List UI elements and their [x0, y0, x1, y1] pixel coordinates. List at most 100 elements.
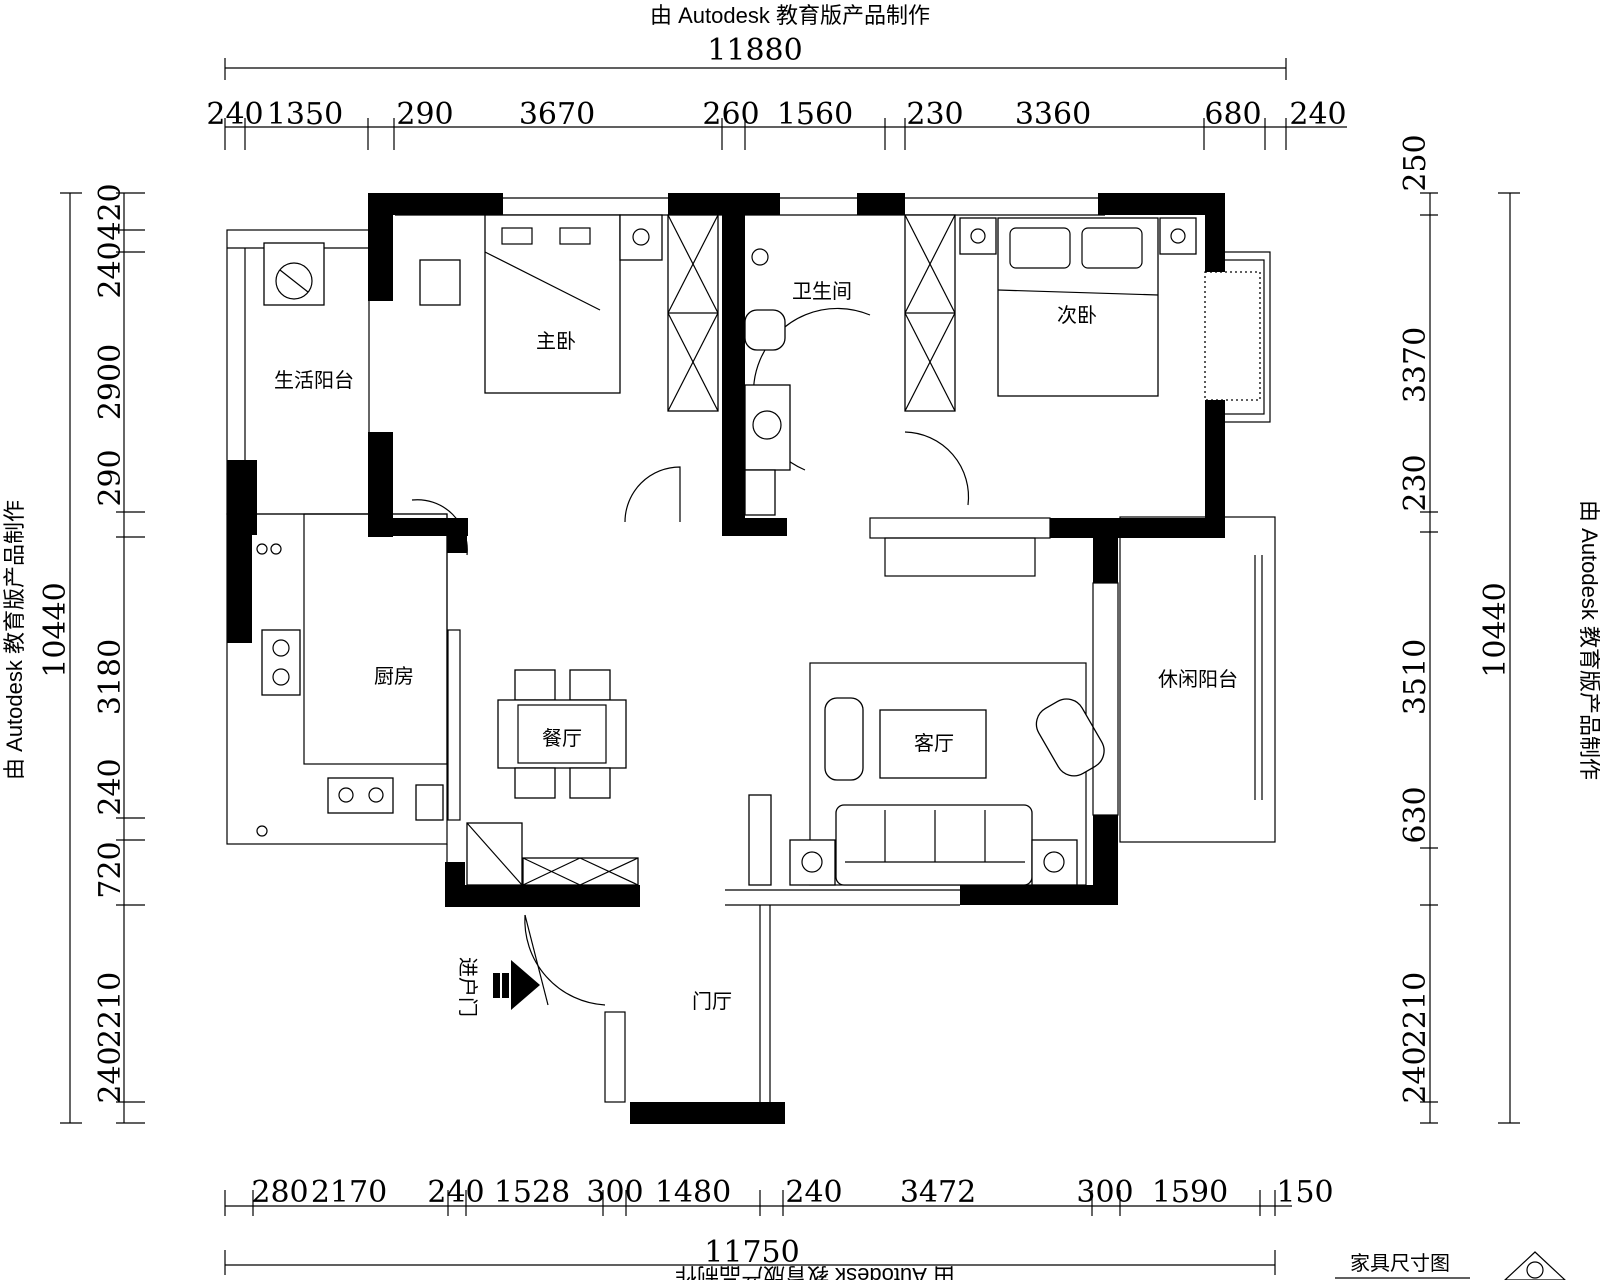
sink-icon [744, 384, 791, 471]
dim-left-4: 290 [93, 449, 128, 506]
dim-right-4: 3510 [1398, 639, 1433, 715]
dim-top-4: 3670 [519, 97, 595, 132]
dim-top-2: 1350 [267, 97, 343, 132]
dim-bottom-4: 1528 [494, 1175, 570, 1210]
dim-left-1: 420 [93, 183, 128, 240]
left-dimension-total: 10440 [38, 192, 82, 1124]
bottom-dimension-chain: 280 2170 240 1528 300 1480 240 3472 300 … [224, 1175, 1334, 1216]
dim-bottom-5: 300 [586, 1175, 643, 1210]
room-label-living-balcony: 生活阳台 [274, 368, 354, 392]
dim-bottom-10: 1590 [1152, 1175, 1228, 1210]
wall-segment [857, 193, 905, 215]
armchair [824, 697, 864, 781]
dim-left-9: 240 [93, 1046, 128, 1103]
title-block: 家具尺寸图 [1335, 1251, 1566, 1280]
nightstand-icon [619, 214, 663, 261]
dim-bottom-11: 150 [1276, 1175, 1333, 1210]
wall-segment [368, 193, 503, 215]
watermark-left: 由 Autodesk 教育版产品制作 [2, 500, 27, 780]
dim-top-3: 290 [396, 97, 453, 132]
coffee-table [879, 709, 987, 779]
dining-table [497, 699, 627, 769]
watermark-right: 由 Autodesk 教育版产品制作 [1577, 500, 1600, 780]
room-label-foyer: 门厅 [692, 989, 732, 1013]
entrance-cabinet [522, 857, 639, 886]
dim-top-total: 11880 [707, 33, 802, 68]
wall-segment [630, 1102, 785, 1124]
dim-right-6: 2210 [1398, 972, 1433, 1048]
tv-cabinet [748, 794, 772, 886]
dim-bottom-6: 1480 [655, 1175, 731, 1210]
dim-right-1: 250 [1398, 134, 1433, 191]
nightstand-icon [1159, 217, 1197, 255]
cabinet-icon [744, 469, 776, 516]
right-dimension-chain: 250 3370 230 3510 630 2210 240 [1398, 134, 1438, 1124]
sofa [835, 804, 1033, 886]
dim-right-5: 630 [1398, 786, 1433, 843]
bottom-dimension-total: 11750 [224, 1235, 1276, 1275]
right-dimension-total: 10440 [1478, 192, 1520, 1124]
title-triangle-icon [1504, 1251, 1566, 1280]
desk-chair-icon [419, 259, 461, 306]
wall-segment [227, 535, 252, 643]
dim-bottom-3: 240 [427, 1175, 484, 1210]
master-bed [484, 214, 621, 394]
dining-chair [569, 767, 611, 799]
dim-top-7: 230 [906, 97, 963, 132]
second-bed [997, 217, 1159, 397]
planter-icon [1204, 271, 1261, 401]
dim-bottom-2: 2170 [311, 1175, 387, 1210]
room-label-kitchen: 厨房 [374, 664, 414, 688]
wall-segment [227, 460, 257, 535]
kitchen-sink-icon [261, 629, 301, 696]
watermark-bottom: 由 Autodesk 教育版产品制作 [675, 1263, 955, 1280]
room-label-second-bedroom: 次卧 [1057, 303, 1097, 327]
fridge-icon [415, 784, 444, 821]
dim-bottom-7: 240 [785, 1175, 842, 1210]
dim-left-8: 2210 [93, 972, 128, 1048]
dim-top-8: 3360 [1015, 97, 1091, 132]
dim-left-5: 3180 [93, 639, 128, 715]
dim-right-2: 3370 [1398, 327, 1433, 403]
wall-segment [447, 518, 467, 553]
dim-top-6: 1560 [777, 97, 853, 132]
side-table-icon [1031, 839, 1078, 886]
dim-top-10: 240 [1289, 97, 1346, 132]
dim-left-3: 2900 [93, 344, 128, 420]
washing-machine-icon [263, 242, 325, 306]
wall-segment [960, 885, 1118, 905]
wall-segment [1098, 193, 1225, 215]
dim-right-total: 10440 [1478, 582, 1513, 677]
wall-segment [368, 518, 468, 536]
dim-right-3: 230 [1398, 454, 1433, 511]
left-dimension-chain: 420 240 2900 290 3180 240 720 2210 240 [93, 183, 145, 1124]
room-label-entrance: 进户门 [456, 957, 480, 1017]
room-label-bathroom: 卫生间 [792, 279, 852, 303]
wall-segment [722, 518, 787, 536]
nightstand-icon [959, 217, 997, 255]
watermark-top: 由 Autodesk 教育版产品制作 [650, 3, 930, 28]
drawing-title: 家具尺寸图 [1350, 1251, 1450, 1275]
dim-bottom-1: 280 [251, 1175, 308, 1210]
dining-chair [569, 669, 611, 701]
room-label-master-bedroom: 主卧 [536, 329, 576, 353]
dining-chair [514, 767, 556, 799]
lounge-chair [1035, 698, 1105, 777]
dim-left-2: 240 [93, 241, 128, 298]
dim-left-7: 720 [93, 841, 128, 898]
furniture [256, 214, 1261, 886]
room-label-leisure-balcony: 休闲阳台 [1158, 667, 1238, 691]
thin-outline [226, 197, 1276, 1103]
entrance-arrow-icon [493, 960, 540, 1010]
dim-top-9: 680 [1204, 97, 1261, 132]
dim-top-5: 260 [702, 97, 759, 132]
dim-bottom-total: 11750 [704, 1235, 799, 1270]
dim-left-6: 240 [93, 758, 128, 815]
dim-right-7: 240 [1398, 1046, 1433, 1103]
dim-top-1: 240 [206, 97, 263, 132]
toilet-icon [744, 309, 786, 351]
wall-segment [722, 193, 745, 523]
room-label-living-room: 客厅 [914, 731, 954, 755]
side-table-icon [789, 839, 836, 886]
